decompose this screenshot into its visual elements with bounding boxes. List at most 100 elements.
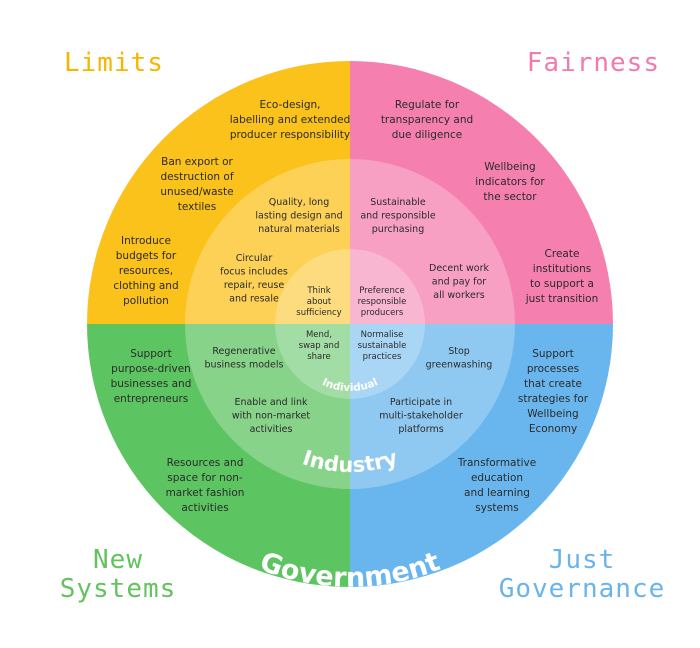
label-circular-focus-line: focus includes [220, 267, 288, 278]
label-regenerative-models-line: Regenerative [212, 346, 275, 357]
corner-title-just-governance-line1: Just [549, 545, 616, 575]
label-eco-design-line: producer responsibility [230, 129, 350, 141]
label-introduce-budgets-line: budgets for [116, 250, 177, 262]
label-mend-swap-share-line: Mend, [306, 330, 332, 340]
label-support-purpose-driven-line: businesses and [111, 378, 192, 390]
label-introduce-budgets-line: resources, [119, 265, 173, 277]
label-support-processes-line: Wellbeing [527, 408, 578, 420]
label-decent-work-line: and pay for [432, 277, 487, 288]
label-support-processes-line: processes [527, 363, 579, 375]
label-circular-focus-line: Circular [236, 253, 273, 264]
label-resources-space-line: activities [181, 502, 228, 514]
label-support-processes-line: that create [524, 378, 582, 390]
label-sustainable-purchasing: Sustainable and responsible purchasing [360, 197, 436, 235]
label-support-purpose-driven-line: entrepreneurs [114, 393, 189, 405]
label-create-institutions-line: institutions [533, 263, 591, 275]
label-mend-swap-share-line: swap and [299, 341, 340, 351]
label-introduce-budgets: Introduce budgets for resources, clothing a… [113, 235, 178, 307]
corner-title-limits: Limits [64, 48, 164, 78]
label-transformative-education-line: education [471, 472, 523, 484]
ring-title-individual: Individual [320, 376, 379, 394]
label-sustainable-purchasing-line: Sustainable [370, 197, 426, 208]
corner-title-just-governance-line2: Governance [499, 574, 666, 604]
label-quality-design: Quality, long lasting design and natural m… [255, 197, 342, 235]
label-normalise-practices-line: practices [363, 352, 402, 362]
label-quality-design-line: natural materials [258, 224, 340, 235]
label-enable-link-line: activities [250, 424, 293, 435]
outer-quadrant-fairness [350, 61, 613, 324]
corner-title-new-systems-line2: Systems [60, 574, 177, 604]
label-create-institutions-line: just transition [525, 293, 599, 305]
label-participate-platforms: Participate in multi-stakeholder platforms [379, 397, 463, 435]
label-eco-design: Eco-design, labelling and extended produce… [230, 99, 351, 141]
label-stop-greenwashing: Stop greenwashing [426, 346, 493, 371]
label-circular-focus-line: repair, reuse [224, 280, 284, 291]
label-regulate-transparency-line: Regulate for [395, 99, 460, 111]
label-regenerative-models: Regenerative business models [205, 346, 284, 371]
label-enable-link-line: with non-market [232, 411, 310, 422]
label-support-purpose-driven: Support purpose-driven businesses and entre… [111, 348, 192, 405]
label-support-purpose-driven-line: Support [130, 348, 172, 360]
label-participate-platforms-line: platforms [398, 424, 443, 435]
label-introduce-budgets-line: pollution [123, 295, 169, 307]
label-ban-export-line: Ban export or [161, 156, 233, 168]
label-introduce-budgets-line: clothing and [113, 280, 178, 292]
label-think-sufficiency-line: about [307, 297, 332, 307]
label-support-processes-line: strategies for [518, 393, 589, 405]
label-decent-work-line: Decent work [429, 263, 489, 274]
label-mend-swap-share-line: share [307, 352, 331, 362]
label-participate-platforms-line: multi-stakeholder [379, 411, 463, 422]
label-enable-link-line: Enable and link [234, 397, 308, 408]
label-resources-space: Resources and space for non-market fashio… [166, 457, 245, 514]
label-wellbeing-indicators-line: indicators for [475, 176, 545, 188]
label-quality-design-line: lasting design and [255, 211, 342, 222]
label-support-purpose-driven-line: purpose-driven [111, 363, 191, 375]
label-ban-export-line: unused/waste [160, 186, 233, 198]
label-resources-space-line: space for non- [167, 472, 243, 484]
label-resources-space-line: Resources and [167, 457, 244, 469]
label-think-sufficiency-line: sufficiency [296, 308, 341, 318]
label-circular-focus-line: and resale [229, 294, 279, 305]
label-sustainable-purchasing-line: and responsible [360, 211, 436, 222]
label-support-processes-line: Support [532, 348, 574, 360]
label-introduce-budgets-line: Introduce [121, 235, 171, 247]
label-ban-export-line: textiles [178, 201, 217, 213]
label-stop-greenwashing-line: Stop [448, 346, 470, 357]
label-eco-design-line: labelling and extended [230, 114, 351, 126]
label-ban-export-line: destruction of [160, 171, 233, 183]
label-regenerative-models-line: business models [205, 360, 284, 371]
label-regulate-transparency: Regulate for transparency and due diligenc… [381, 99, 473, 141]
corner-title-new-systems-line1: New [93, 545, 143, 575]
label-quality-design-line: Quality, long [269, 197, 330, 208]
label-enable-link: Enable and link with non-market activities [232, 397, 310, 435]
label-preference-producers-line: Preference [359, 286, 405, 296]
label-support-processes-line: Economy [529, 423, 577, 435]
outer-quadrant-just-governance [350, 324, 613, 587]
label-transformative-education-line: Transformative [457, 457, 536, 469]
label-normalise-practices-line: sustainable [358, 341, 407, 351]
label-think-sufficiency-line: Think [306, 286, 330, 296]
label-layer: Eco-design, labelling and extended produce… [111, 99, 599, 514]
label-participate-platforms-line: Participate in [390, 397, 452, 408]
label-support-processes: Support processes that create strategies fo… [518, 348, 589, 435]
label-regulate-transparency-line: due diligence [392, 129, 463, 141]
label-preference-producers-line: producers [361, 308, 404, 318]
label-normalise-practices-line: Normalise [361, 330, 404, 340]
label-preference-producers-line: responsible [358, 297, 407, 307]
label-regulate-transparency-line: transparency and [381, 114, 473, 126]
label-eco-design-line: Eco-design, [260, 99, 321, 111]
label-resources-space-line: market fashion [166, 487, 245, 499]
label-sustainable-purchasing-line: purchasing [372, 224, 424, 235]
label-decent-work: Decent work and pay for all workers [429, 263, 489, 301]
label-circular-focus: Circular focus includes repair, reuse and r… [220, 253, 288, 305]
outer-ring [87, 61, 613, 587]
middle-ring [185, 159, 515, 489]
label-decent-work-line: all workers [433, 290, 485, 301]
label-stop-greenwashing-line: greenwashing [426, 360, 493, 371]
